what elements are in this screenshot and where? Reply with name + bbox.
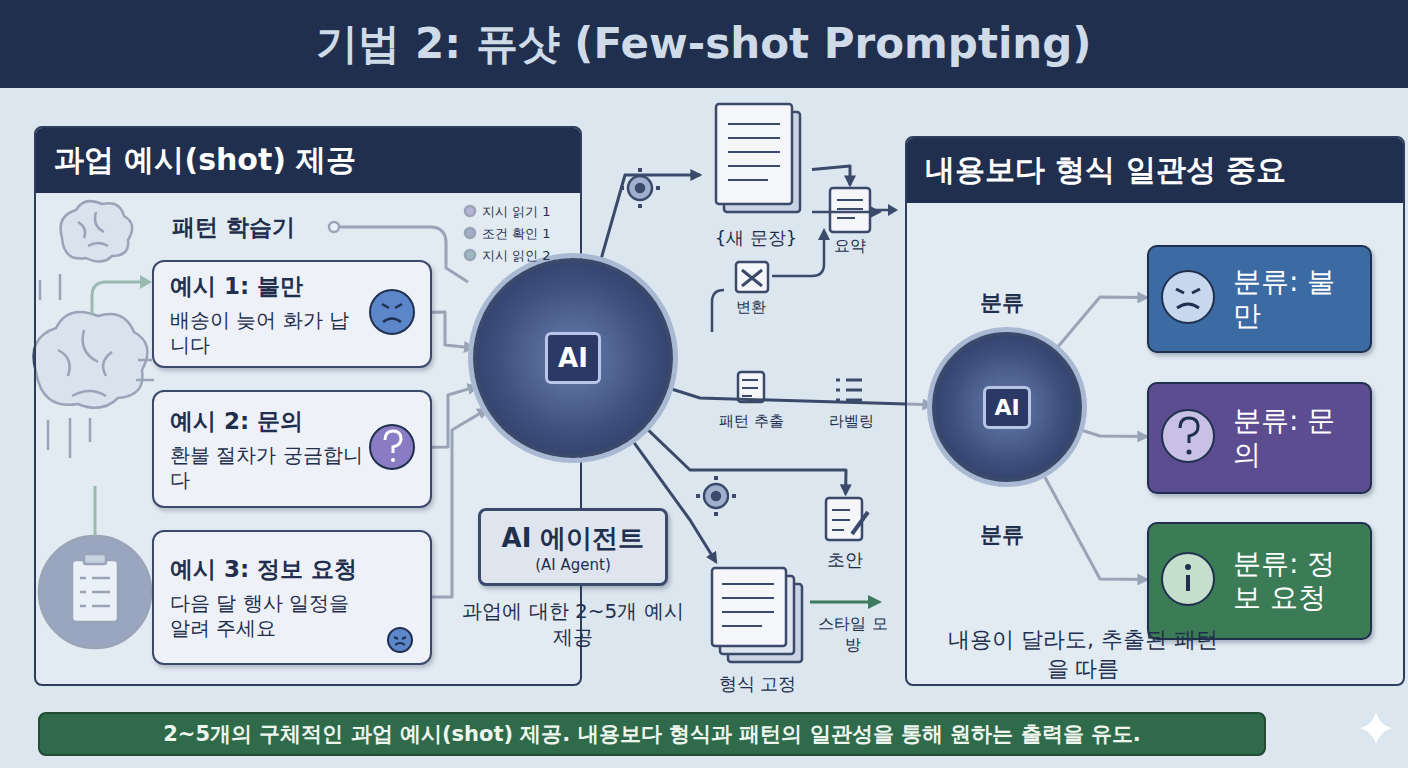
node-text: 내용보다 형식 일관성 중요 bbox=[907, 138, 1403, 203]
class-box: 분류: 정보 요청 bbox=[1147, 522, 1372, 640]
node-text: (AI Agent) bbox=[535, 556, 611, 574]
label: 지시 읽기 1 bbox=[482, 203, 551, 221]
connector bbox=[600, 175, 700, 262]
node-text: 형식 고정 bbox=[719, 672, 797, 696]
agent-box: AI 에이전트(AI Agent) bbox=[478, 508, 668, 586]
class-box: 분류: 불만 bbox=[1147, 245, 1372, 353]
node-text: 예시 1: 불만 bbox=[170, 271, 368, 302]
node-text: AI bbox=[545, 332, 601, 384]
connector bbox=[668, 388, 932, 405]
ai-circle: AI bbox=[932, 332, 1082, 482]
label: 내용이 달라도, 추출된 패턴을 따름 bbox=[948, 626, 1218, 683]
node-text: 과업 예시(shot) 제공 bbox=[36, 128, 580, 193]
example-box: 예시 3: 정보 요청다음 달 행사 일정을 알려 주세요 bbox=[152, 530, 432, 665]
label: 조건 확인 1 bbox=[482, 225, 551, 243]
class-box: 분류: 문의 bbox=[1147, 382, 1372, 494]
document-stack: 형식 고정 bbox=[700, 562, 815, 696]
ai-circle: AI bbox=[473, 258, 673, 458]
node-text: 환불 절차가 궁금합니다 bbox=[170, 443, 368, 493]
label: 분류 bbox=[980, 288, 1024, 318]
node-text: 초안 bbox=[827, 548, 863, 572]
example-box: 예시 2: 문의환불 절차가 궁금합니다 bbox=[152, 390, 432, 508]
title: 기법 2: 퓨샷 (Few-shot Prompting) bbox=[0, 16, 1408, 72]
node-text: {새 문장} bbox=[715, 226, 798, 250]
connector bbox=[812, 166, 850, 185]
node-text: AI bbox=[983, 386, 1030, 429]
draft-icon: 초안 bbox=[815, 494, 875, 572]
label: 패턴 학습기 bbox=[172, 212, 295, 243]
label: 변환 bbox=[733, 298, 769, 317]
node-text: 배송이 늦어 화가 납니다 bbox=[170, 308, 368, 358]
node-text: 예시 3: 정보 요청 bbox=[170, 554, 368, 585]
connector bbox=[645, 427, 846, 494]
node-text: 다음 달 행사 일정을 알려 주세요 bbox=[170, 591, 368, 641]
node-text: 예시 2: 문의 bbox=[170, 406, 368, 437]
example-box: 예시 1: 불만배송이 늦어 화가 납니다 bbox=[152, 260, 432, 368]
label: 스타일 모방 bbox=[812, 614, 894, 656]
label: 패턴 추출 bbox=[716, 412, 787, 431]
document-icon: 요약 bbox=[822, 185, 878, 257]
node-text: 요약 bbox=[834, 236, 866, 257]
caption-band: 2~5개의 구체적인 과업 예시(shot) 제공. 내용보다 형식과 패턴의 … bbox=[38, 712, 1266, 756]
node-text: 분류: 정보 요청 bbox=[1233, 547, 1360, 614]
label: 지시 읽인 2 bbox=[482, 247, 551, 265]
node-text: AI 에이전트 bbox=[502, 521, 645, 556]
document-icon: {새 문장} bbox=[700, 100, 812, 250]
node-text: 분류: 문의 bbox=[1233, 404, 1360, 471]
panel: 내용보다 형식 일관성 중요 AI 분류: 불만분류: 문의분류: 정보 요청 bbox=[905, 136, 1405, 686]
label: 과업에 대한 2~5개 예시 제공 bbox=[462, 598, 684, 650]
node-text: 분류: 불만 bbox=[1233, 265, 1360, 332]
label: 라벨링 bbox=[826, 412, 877, 431]
label: 분류 bbox=[980, 520, 1024, 550]
